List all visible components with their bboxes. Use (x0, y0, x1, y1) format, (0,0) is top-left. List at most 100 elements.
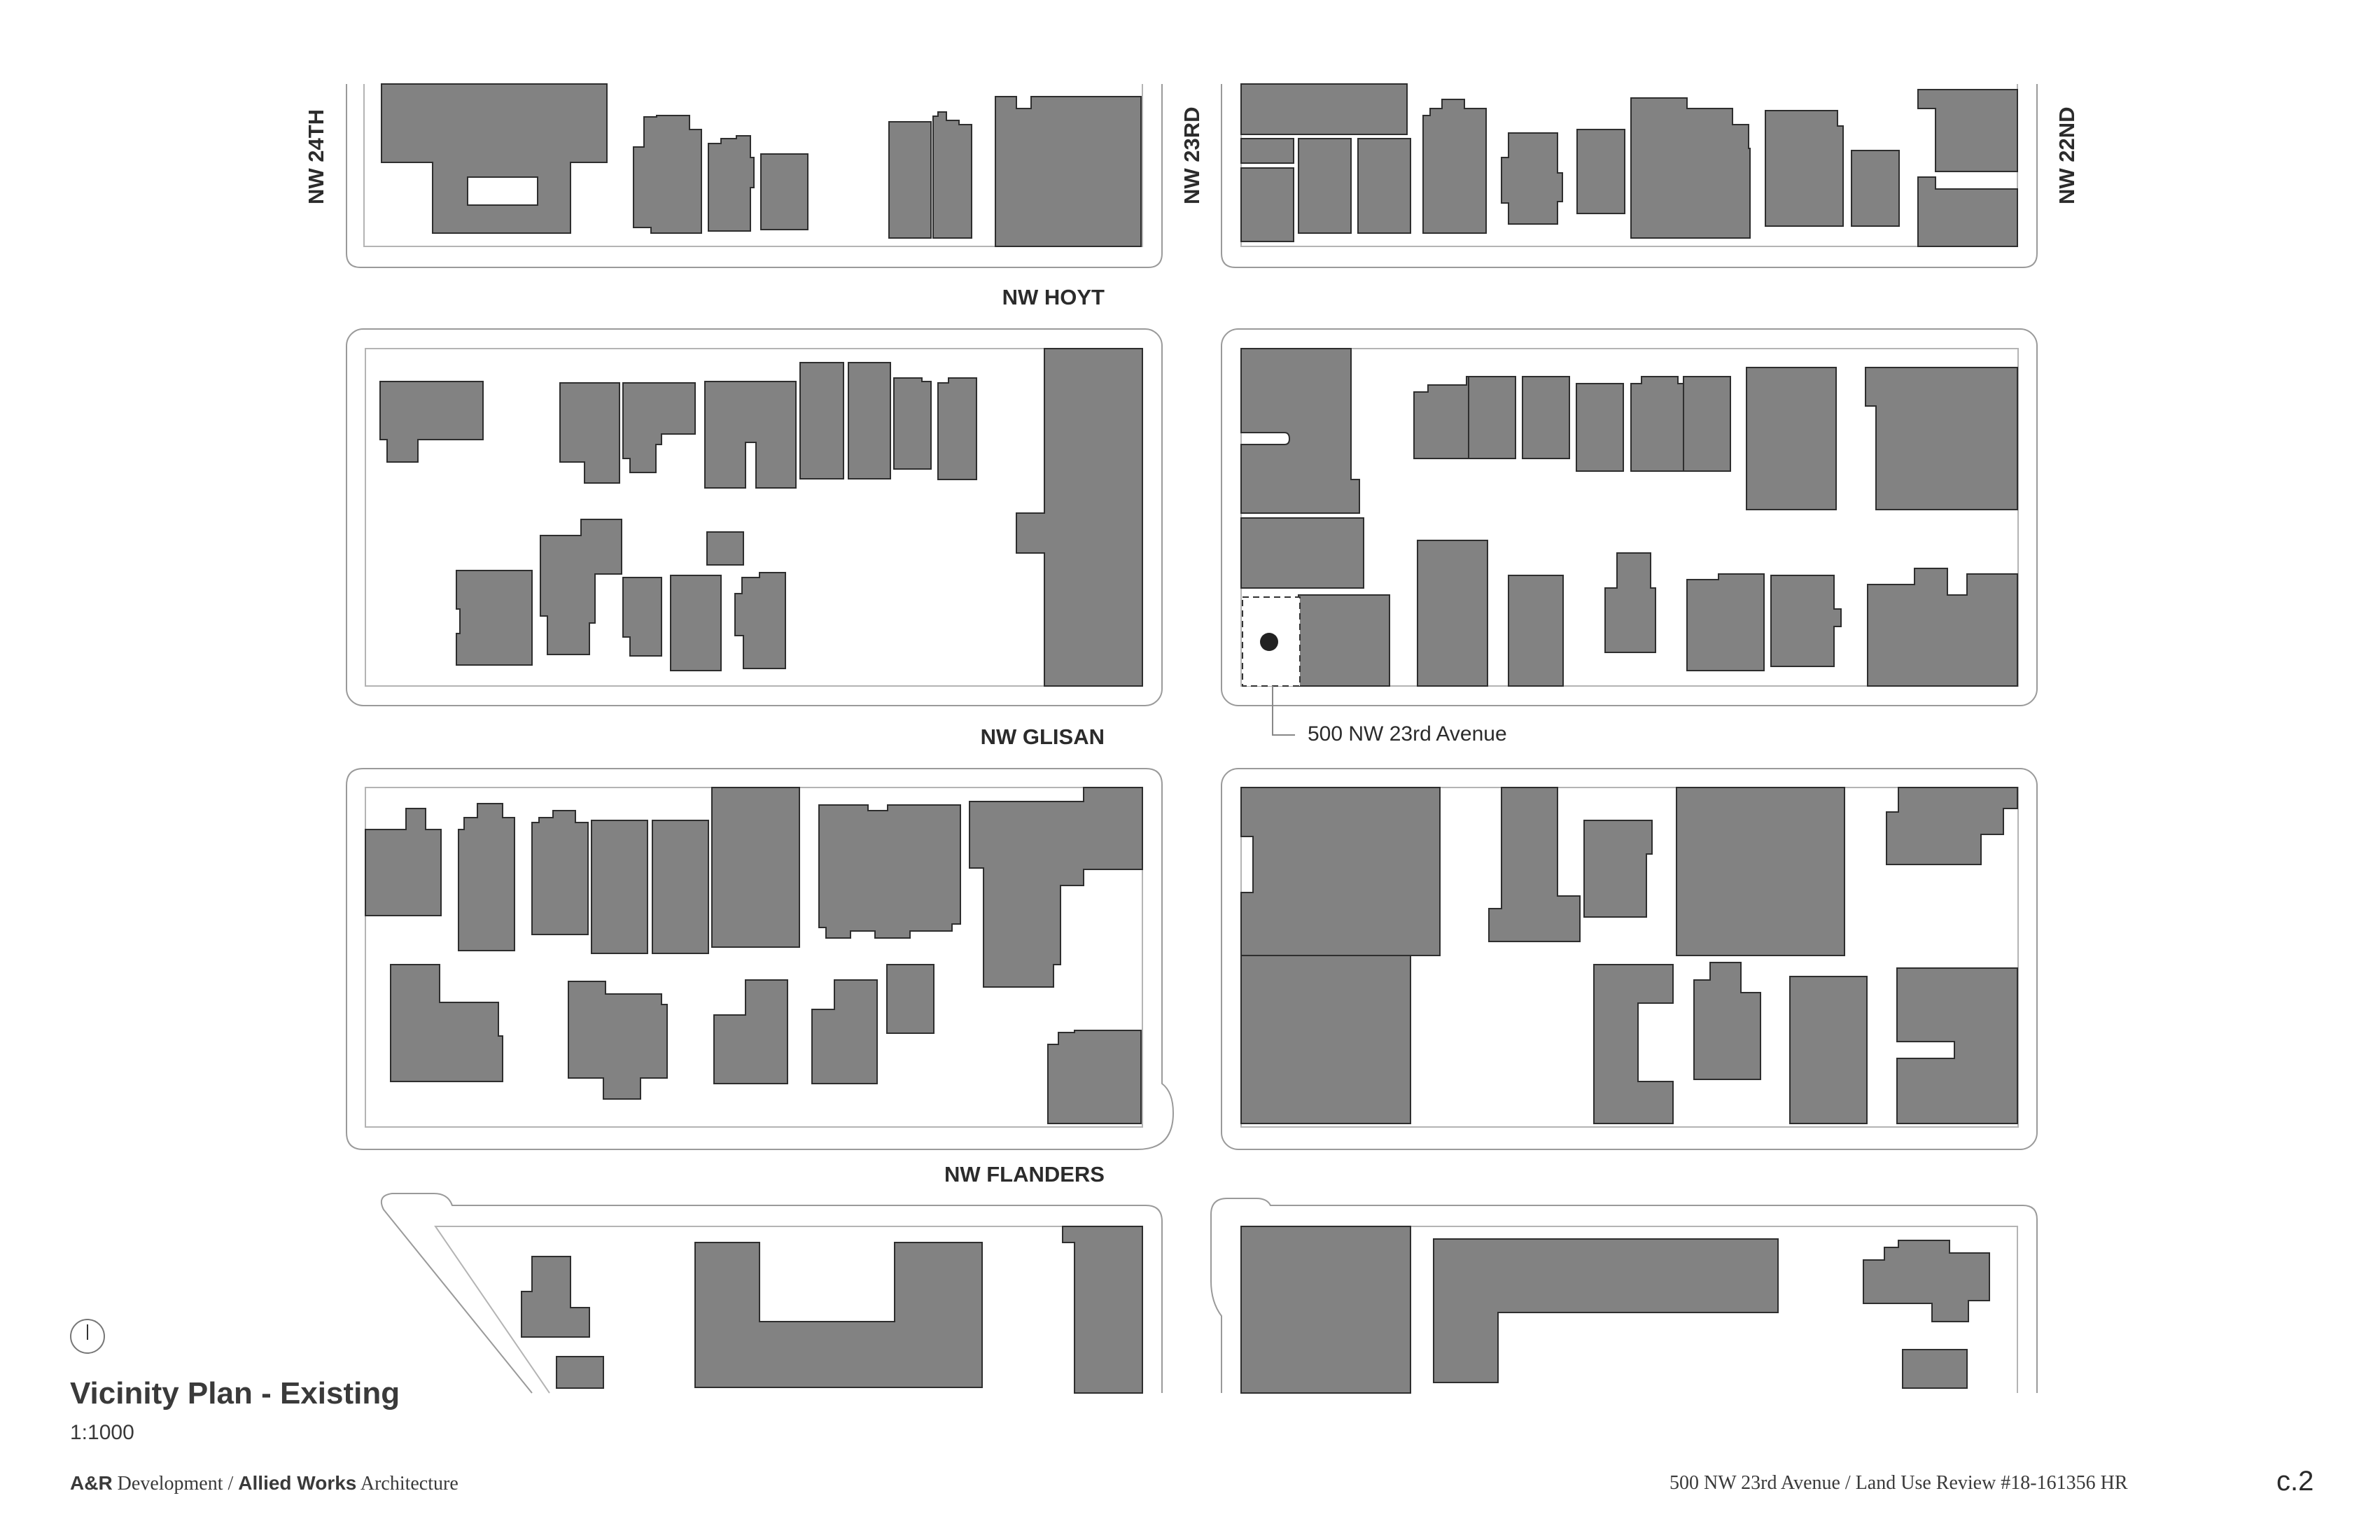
building (1298, 138, 1352, 234)
building (1488, 787, 1581, 942)
building (886, 964, 934, 1034)
building (556, 1356, 604, 1389)
building (622, 577, 662, 657)
building (652, 820, 709, 954)
building (893, 377, 932, 470)
street-label-nw-24th: NW 24TH (304, 109, 328, 204)
building (1865, 367, 2018, 510)
building (811, 979, 878, 1084)
building (1886, 787, 2018, 865)
building (1433, 1238, 1779, 1383)
street-label-nw-22nd: NW 22ND (2054, 106, 2079, 204)
building (1693, 962, 1761, 1080)
building (1522, 376, 1570, 459)
site-marker: 500 NW 23rd Avenue (1242, 596, 1507, 746)
building (1917, 89, 2018, 172)
building (1422, 99, 1487, 234)
building (1047, 1030, 1142, 1124)
building (568, 981, 668, 1100)
firm-name-ar: A&R (70, 1472, 113, 1494)
building (670, 575, 722, 671)
street-label-nw-23rd: NW 23RD (1180, 106, 1204, 204)
building (1240, 517, 1364, 589)
site-leader-line (1272, 686, 1295, 736)
building (1501, 132, 1563, 225)
building (1683, 376, 1731, 472)
building (521, 1256, 590, 1338)
building (458, 803, 515, 951)
drawing-title: Vicinity Plan - Existing (70, 1376, 400, 1410)
building (1863, 1240, 1990, 1322)
footer-project: 500 NW 23rd Avenue / Land Use Review #18… (1670, 1472, 2128, 1494)
building (818, 804, 961, 939)
building (1240, 138, 1294, 164)
building (1576, 129, 1625, 214)
building (937, 377, 977, 480)
building (1240, 83, 1408, 135)
site-address: 500 NW 23rd Avenue (1308, 722, 1507, 746)
building (694, 1242, 983, 1388)
building (1917, 176, 2018, 247)
building (559, 382, 620, 484)
drawing-scale: 1:1000 (70, 1421, 134, 1444)
building (1765, 110, 1844, 227)
lot-line (363, 84, 1143, 247)
building (1357, 138, 1411, 234)
building (1867, 568, 2018, 687)
building (1298, 594, 1390, 687)
building (1016, 348, 1143, 687)
street-label-nw-glisan: NW GLISAN (981, 724, 1105, 749)
building (760, 153, 808, 230)
buildings (365, 83, 2018, 1394)
building (531, 810, 589, 935)
building (706, 531, 744, 566)
building (1604, 552, 1656, 653)
building (1240, 955, 1411, 1124)
site-dot-icon (1260, 633, 1278, 651)
building (711, 787, 800, 948)
building (932, 111, 972, 239)
building (848, 362, 891, 479)
building (969, 787, 1143, 988)
street-labels: NW 24TH NW 23RD NW 22ND NW HOYT NW GLISA… (304, 106, 2079, 1186)
building (1902, 1349, 1968, 1389)
footer-firms: A&R Development / Allied Works Architect… (70, 1472, 458, 1495)
building (591, 820, 648, 954)
building-courtyard (467, 176, 538, 206)
street-label-nw-flanders: NW FLANDERS (944, 1162, 1105, 1186)
building (1851, 150, 1900, 227)
building (1789, 976, 1868, 1124)
street-label-nw-hoyt: NW HOYT (1002, 285, 1105, 309)
building (1240, 348, 1360, 514)
building (704, 381, 797, 489)
building (1630, 376, 1684, 472)
firm-name-allied: Allied Works (238, 1472, 357, 1494)
building (1630, 97, 1751, 239)
building (365, 808, 442, 916)
building (1746, 367, 1837, 510)
building (1770, 575, 1842, 667)
building (799, 362, 844, 479)
firm-rest-2: Architecture (356, 1473, 458, 1494)
building (1240, 787, 1441, 956)
building (1686, 573, 1765, 671)
building (1593, 964, 1674, 1124)
building (379, 381, 484, 463)
building (995, 96, 1142, 247)
building (713, 979, 788, 1084)
page-number: c.2 (2276, 1466, 2314, 1497)
building (456, 570, 533, 666)
building (622, 382, 696, 473)
building (390, 964, 503, 1082)
building (734, 572, 786, 669)
firm-rest-1: Development / (112, 1473, 239, 1494)
building (633, 115, 702, 234)
building (1676, 787, 1845, 956)
block-outlines (346, 84, 2038, 1394)
building (1896, 967, 2018, 1124)
building (1508, 575, 1564, 687)
building (888, 121, 932, 239)
building (1240, 167, 1294, 242)
building (540, 519, 622, 655)
